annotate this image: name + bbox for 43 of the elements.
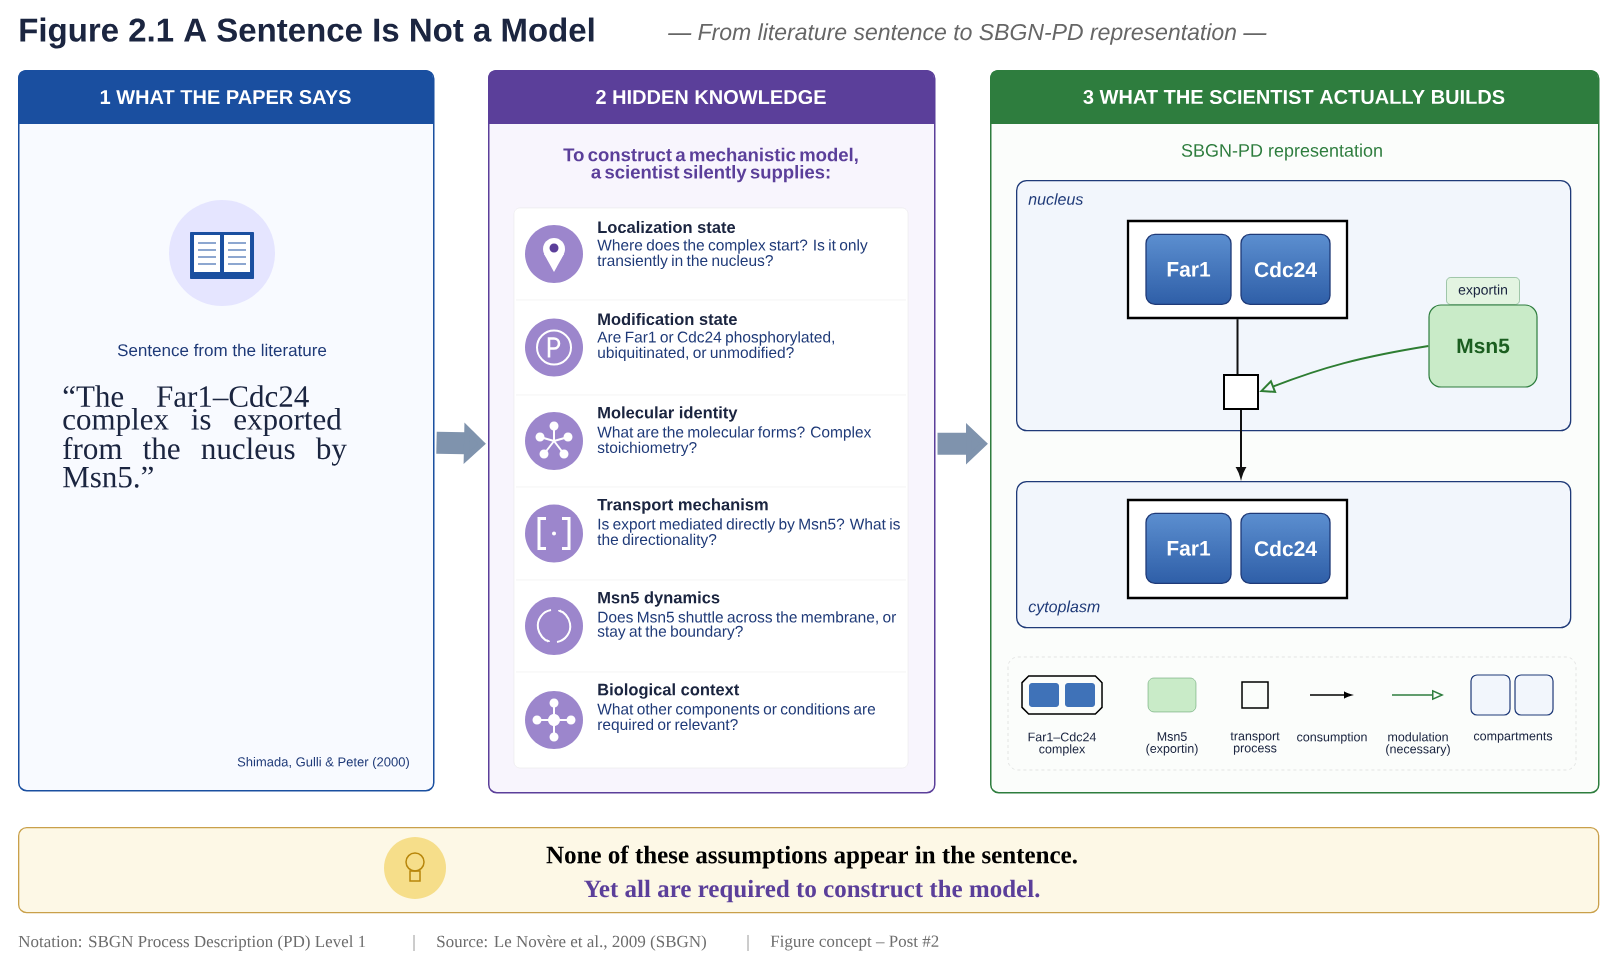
citation: Shimada, Gulli & Peter (2000) [237, 756, 409, 770]
protein-box: Far1 [1145, 233, 1232, 306]
legend-label: transport process [1230, 732, 1280, 755]
legend-label: Msn5 (exportin) [1146, 732, 1198, 756]
footnote: Figure concept – Post #2 [770, 935, 939, 951]
intro-text: To construct a mechanistic model, a scientist silently supplies: [563, 147, 858, 183]
legend-label: consumption [1297, 732, 1367, 744]
panel-header: 1 WHAT THE PAPER SAYS [18, 70, 433, 124]
footnote: Source: Le Novère et al., 2009 (SBGN) [437, 935, 706, 951]
item-heading: Molecular identity [598, 406, 738, 422]
footnote: Notation: SBGN Process Description (PD) Level 1 [18, 935, 366, 951]
macromolecule-box: Msn5 [1428, 304, 1538, 388]
item-text: What are the molecular forms? Complex stoichiometry? [597, 426, 872, 457]
protein-box: Cdc24 [1240, 512, 1331, 585]
item-heading: Localization state [598, 220, 736, 234]
item-heading: Msn5 dynamics [598, 591, 720, 607]
arrow [1236, 409, 1246, 479]
legend-label: Far1–Cdc24 complex [1028, 732, 1097, 756]
item-heading: Transport mechanism [597, 498, 768, 514]
item-text: Are Far1 or Cdc24 phosphorylated, ubiquitinated, or unmodified? [597, 331, 834, 362]
item-text: What other components or conditions are required or relevant? [597, 703, 876, 734]
item-heading: Biological context [598, 683, 740, 699]
section-subtitle: SBGN-PD representation [1181, 143, 1382, 161]
banner-text: None of these assumptions appear in the sentence. [546, 845, 1077, 869]
protein-box: Far1 [1145, 512, 1232, 585]
legend-label: compartments [1473, 732, 1553, 743]
legend-label: modulation (necessary) [1386, 732, 1450, 756]
item-text: Is export mediated directly by Msn5? What is the directionality? [597, 518, 900, 549]
item-text: Where does the complex start? Is it only transiently in the nucleus? [597, 239, 868, 270]
compartment-label: cytoplasm [1028, 600, 1100, 616]
subtitle: — From literature sentence to SBGN-PD representation — [668, 23, 1267, 45]
caption-text: Sentence from the literature [117, 343, 327, 357]
literature-quote: “The Far1–Cdc24 complex is exported from the nucleus by Msn5.” [63, 385, 347, 488]
protein-box: Cdc24 [1240, 233, 1331, 306]
figure-title: Figure 2.1 A Sentence Is Not a Model [20, 17, 594, 49]
item-text: Does Msn5 shuttle across the membrane, or stay at the boundary? [597, 611, 897, 640]
panel-header: 3 WHAT THE SCIENTIST ACTUALLY BUILDS [990, 70, 1598, 124]
exportin-tab: exportin [1446, 277, 1520, 305]
compartment-label: nucleus [1028, 193, 1083, 205]
banner-text: Yet all are required to construct the model. [584, 879, 1040, 903]
process-square [1223, 374, 1259, 410]
item-heading: Modification state [598, 312, 737, 326]
panel-header: 2 HIDDEN KNOWLEDGE [488, 70, 934, 124]
